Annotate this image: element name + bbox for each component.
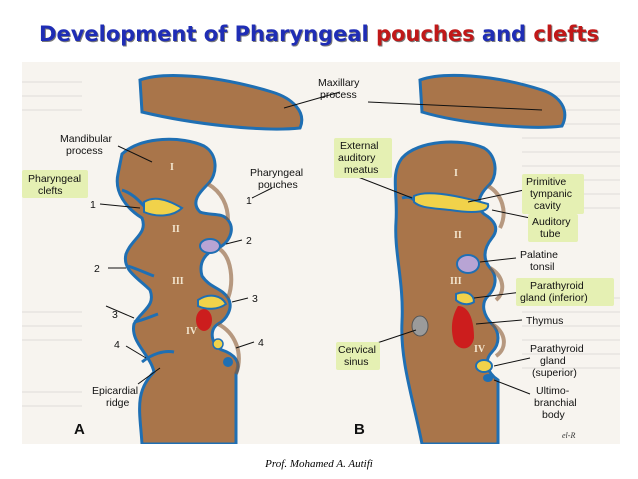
- arch-b-3: III: [450, 276, 462, 287]
- label-cervical-sinus-line2: sinus: [344, 356, 369, 368]
- arch-b-4: IV: [474, 344, 486, 355]
- arch-a-2: II: [172, 224, 180, 235]
- label-eam-line3: meatus: [344, 164, 378, 176]
- label-pharyngeal-pouches-line1: Pharyngeal: [250, 167, 303, 179]
- parathyroid-superior-b: [475, 359, 493, 373]
- tympanic-cavity-b: [413, 192, 490, 213]
- label-palatine-tonsil-line1: Palatine: [520, 249, 558, 261]
- label-auditory-tube-line1: Auditory: [532, 216, 571, 228]
- label-auditory-tube-line2: tube: [540, 228, 561, 240]
- title-part-2: pouches: [376, 22, 475, 46]
- pouch-2-a: [199, 238, 221, 254]
- label-pouch-1: 1: [246, 195, 252, 207]
- palatine-tonsil-b: [456, 254, 480, 274]
- ultimobranchial-b: [483, 374, 493, 382]
- label-parathyroid-superior-line3: (superior): [532, 367, 577, 379]
- label-maxillary-process-line2: process: [320, 89, 357, 101]
- label-cervical-sinus-line1: Cervical: [338, 344, 376, 356]
- label-eam-line2: auditory: [338, 152, 376, 164]
- arch-b-2: II: [454, 230, 462, 241]
- label-thymus: Thymus: [526, 315, 563, 327]
- label-epicardial-ridge-line2: ridge: [106, 397, 130, 409]
- thymus-b: [451, 306, 474, 349]
- label-parathyroid-superior-line2: gland: [540, 355, 566, 367]
- highlight-primitive-tympanic-cavity: [522, 174, 584, 214]
- label-ultimobranchial-line3: body: [542, 409, 566, 421]
- label-ptc-line2: tympanic: [530, 188, 572, 200]
- label-parathyroid-superior-line1: Parathyroid: [530, 343, 584, 355]
- highlight-auditory-tube: [528, 214, 578, 242]
- label-palatine-tonsil-line2: tonsil: [530, 261, 555, 273]
- cervical-sinus-b: [411, 315, 429, 337]
- label-ptc-line3: cavity: [534, 200, 562, 212]
- title-part-3: and: [481, 22, 527, 46]
- thymus-a: [196, 309, 212, 331]
- arch-a-4: IV: [186, 326, 198, 337]
- parathyroid-inferior-b: [455, 291, 476, 306]
- embryo-body-b: [393, 140, 500, 444]
- label-parathyroid-inferior-line2: gland (inferior): [520, 292, 588, 304]
- arch-a-1: I: [170, 162, 174, 173]
- label-cleft-3: 3: [112, 309, 118, 321]
- label-eam-line1: External: [340, 140, 379, 152]
- highlight-parathyroid-inferior: [516, 278, 614, 306]
- label-ptc-line1: Primitive: [526, 176, 566, 188]
- label-pouch-2: 2: [246, 235, 252, 247]
- slide-title: Development of Pharyngeal pouches and cl…: [0, 22, 638, 46]
- title-part-4: clefts: [533, 22, 599, 46]
- highlight-external-auditory-meatus: [334, 138, 392, 178]
- label-ultimobranchial-line1: Ultimo-: [536, 385, 570, 397]
- title-part-1: Development of Pharyngeal: [39, 22, 369, 46]
- label-mandibular-process-line1: Mandibular: [60, 133, 112, 145]
- parathyroid-a: [212, 338, 224, 350]
- highlight-cervical-sinus: [336, 342, 380, 370]
- pharyngeal-development-figure: I II III IV I II III IV: [22, 62, 620, 444]
- label-mandibular-process-line2: process: [66, 145, 103, 157]
- label-epicardial-ridge-line1: Epicardial: [92, 385, 138, 397]
- label-pharyngeal-clefts-line1: Pharyngeal: [28, 173, 81, 185]
- maxillary-process-b: [418, 73, 567, 129]
- label-maxillary-process-line1: Maxillary: [318, 77, 360, 89]
- label-parathyroid-inferior-line1: Parathyroid: [530, 280, 584, 292]
- pouch-3-a: [197, 294, 228, 310]
- pouch-1-a: [143, 197, 184, 217]
- ultimobranchial-a: [223, 357, 233, 367]
- highlight-pharyngeal-clefts: [22, 170, 88, 198]
- label-pouch-4: 4: [258, 337, 264, 349]
- maxillary-process-a: [138, 74, 304, 131]
- label-cleft-2: 2: [94, 263, 100, 275]
- label-cleft-4: 4: [114, 339, 120, 351]
- arch-b-1: I: [454, 168, 458, 179]
- label-ultimobranchial-line2: branchial: [534, 397, 577, 409]
- embryo-body-a: [115, 137, 240, 444]
- panel-b-letter: B: [354, 421, 365, 438]
- arch-a-3: III: [172, 276, 184, 287]
- label-pharyngeal-pouches-line2: pouches: [258, 179, 298, 191]
- panel-a-letter: A: [74, 421, 85, 438]
- author-credit: Prof. Mohamed A. Autifi: [265, 458, 373, 470]
- label-cleft-1: 1: [90, 199, 96, 211]
- artist-signature: el-R: [562, 431, 575, 440]
- label-pharyngeal-clefts-line2: clefts: [38, 185, 63, 197]
- label-pouch-3: 3: [252, 293, 258, 305]
